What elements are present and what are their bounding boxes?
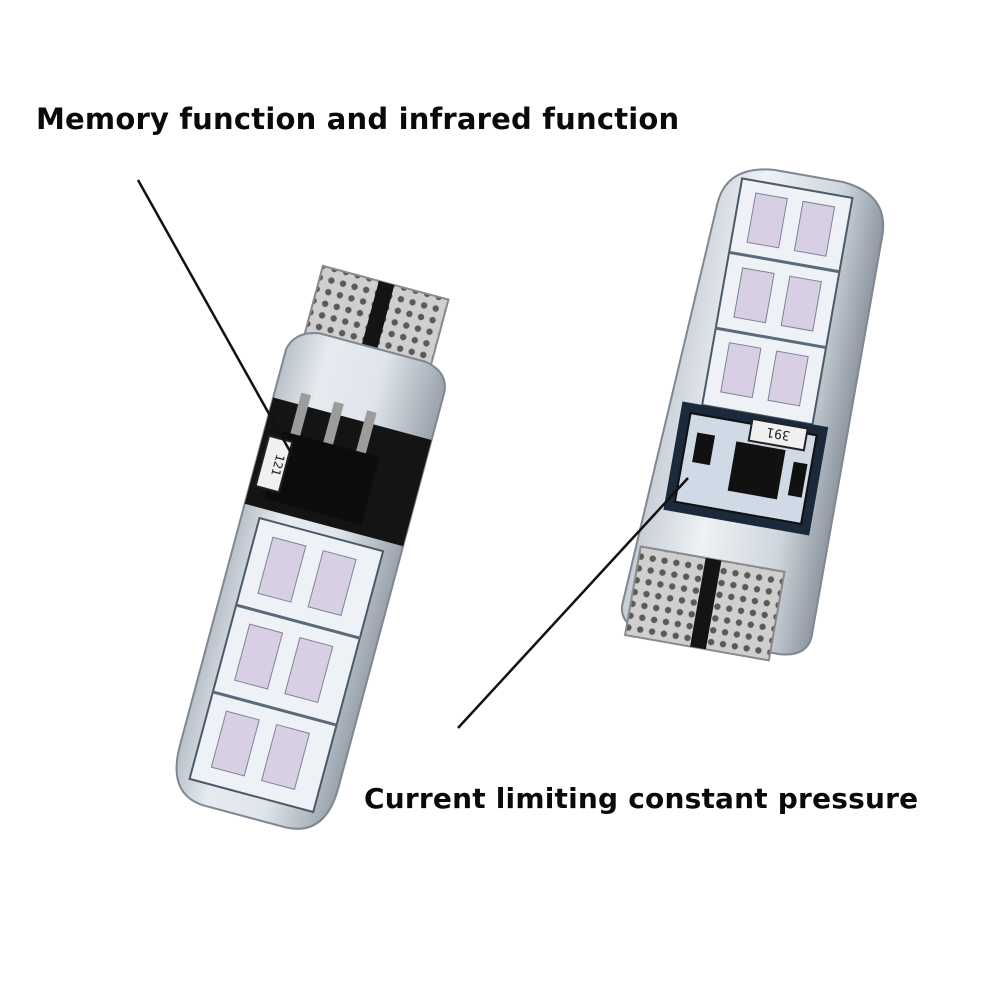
- right-bulb-led-panel: [701, 177, 854, 426]
- left-bulb-controller-chip: [244, 392, 432, 547]
- bottom-pointer-line: [457, 477, 689, 729]
- current-limiting-label: Current limiting constant pressure: [364, 782, 919, 815]
- left-bulb: 121: [175, 264, 450, 830]
- left-bulb-led-panel: [188, 516, 385, 814]
- right-resistor-marking: 391: [766, 424, 792, 443]
- left-resistor-marking: 121: [268, 453, 287, 478]
- memory-infrared-label: Memory function and infrared function: [36, 102, 680, 136]
- left-bulb-resistor: 121: [254, 434, 294, 494]
- right-bulb-resistor: 391: [747, 417, 809, 452]
- right-bulb: 391: [620, 168, 885, 662]
- top-pointer-line: [136, 179, 298, 463]
- right-bulb-pin-base: [623, 545, 786, 662]
